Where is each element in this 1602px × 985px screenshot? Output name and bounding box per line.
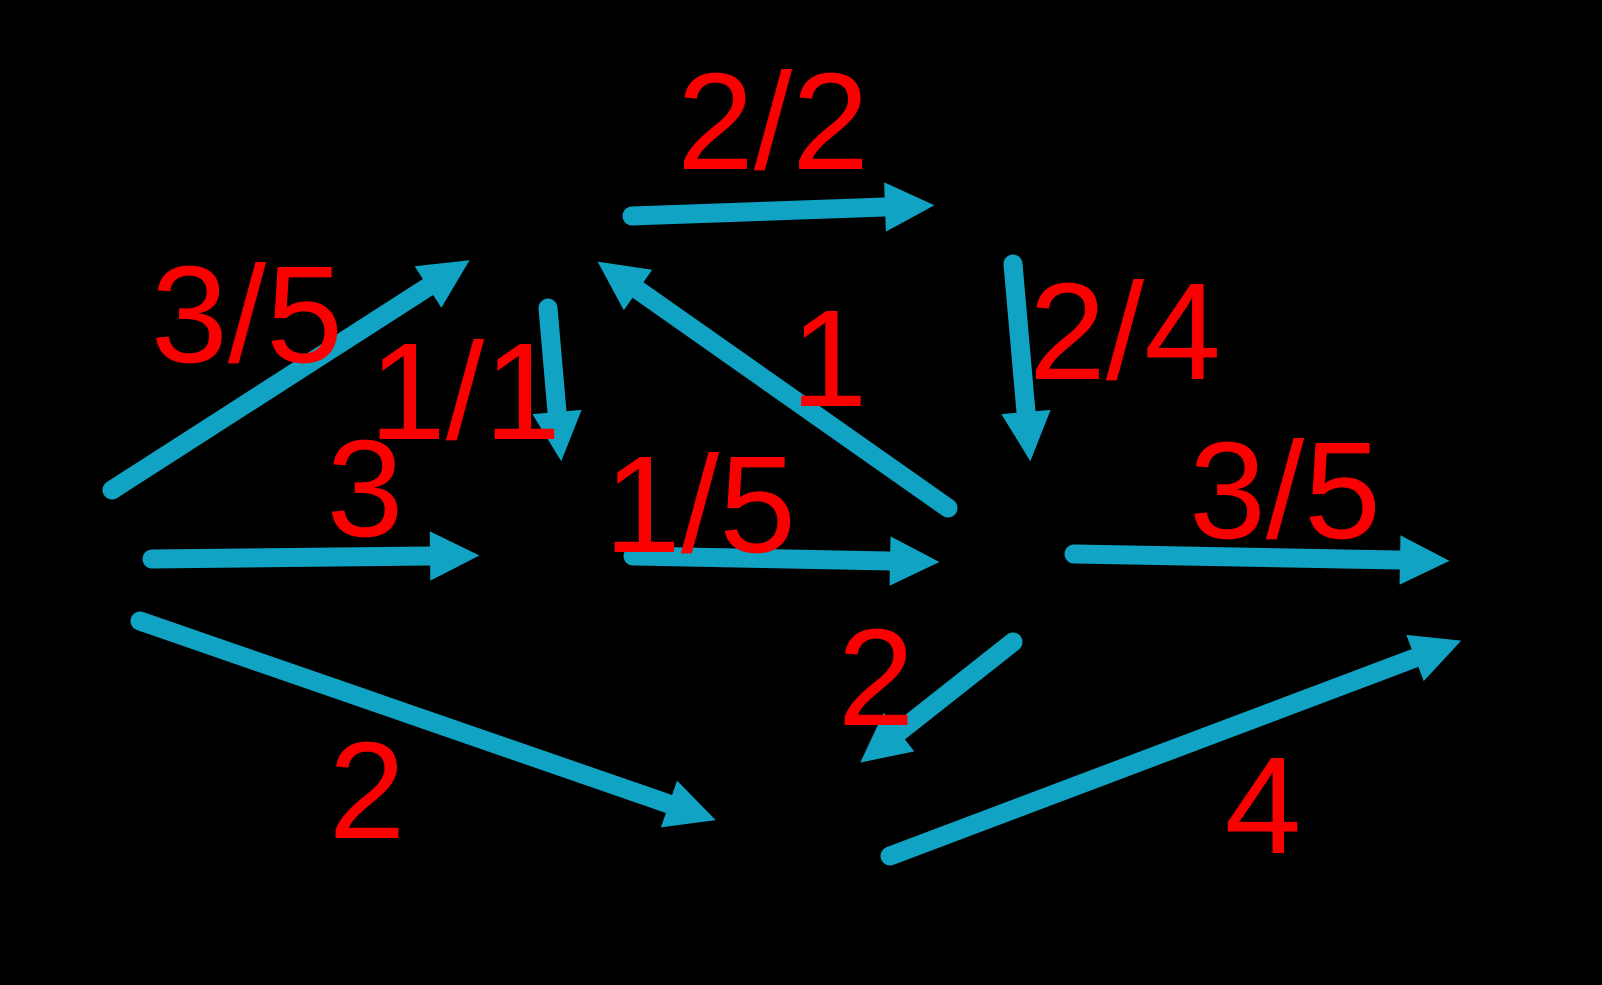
edge-top-to-center: 1/1 [369,298,582,469]
edge-bottom-to-sink-label: 4 [1225,729,1302,883]
edge-source-to-top-arrow [102,260,470,500]
edge-bottom-to-sink: 4 [880,634,1462,883]
edge-midright-to-top-label: 1 [791,282,868,436]
edge-source-to-top: 3/5 [102,238,470,500]
edge-source-to-center-arrow [142,531,480,581]
edge-top-to-center-arrow [532,298,582,462]
edge-source-to-center: 3 [142,412,480,581]
edge-top-to-topright-label: 2/2 [677,45,869,199]
edge-source-to-bottom-arrow [130,611,716,828]
edge-topright-to-midright-arrow [1001,254,1051,462]
edge-source-to-bottom-label: 2 [329,714,406,868]
edge-top-to-topright-arrow [622,182,935,232]
edge-bottom-to-sink-arrow [880,634,1462,866]
edge-source-to-bottom: 2 [130,611,716,868]
edge-source-to-center-label: 3 [327,412,404,566]
edge-midright-to-sink-arrow [1064,535,1450,585]
edge-midright-to-bottom: 2 [838,601,1023,763]
edge-topright-to-midright-label: 2/4 [1029,255,1221,409]
edge-topright-to-midright: 2/4 [1001,254,1221,462]
edge-midright-to-bottom-arrow [860,632,1023,763]
edge-center-to-midright-label: 1/5 [604,428,796,582]
edge-center-to-midright: 1/5 [604,428,940,586]
edge-midright-to-bottom-label: 2 [838,601,915,755]
edge-top-to-topright: 2/2 [622,45,935,232]
edge-top-to-center-label: 1/1 [369,315,561,469]
edge-midright-to-sink: 3/5 [1064,414,1450,585]
edge-midright-to-top: 1 [597,261,958,518]
edge-center-to-midright-arrow [623,536,940,586]
edge-source-to-top-label: 3/5 [151,238,343,392]
edge-midright-to-top-arrow [597,261,958,518]
edge-midright-to-sink-label: 3/5 [1189,414,1381,568]
